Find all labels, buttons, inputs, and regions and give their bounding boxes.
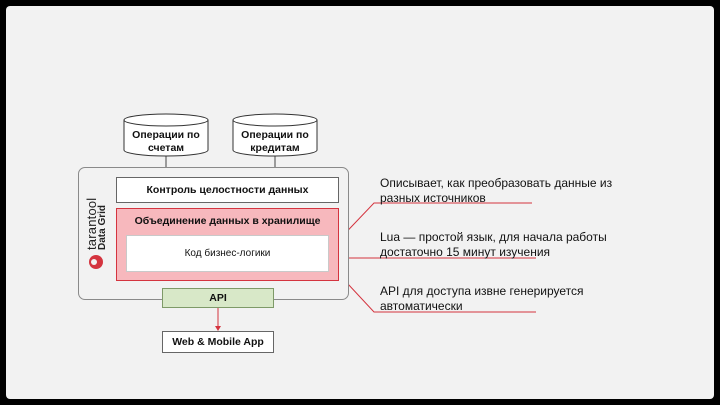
storage-merge-title: Объединение данных в хранилище [134,215,321,227]
input-credits-label: Операции по кредитам [241,129,309,154]
brand-product: Data Grid [97,204,108,250]
api-box: API [162,288,274,308]
note-transform: Описывает, как преобразовать данные из р… [380,176,613,205]
note-lua: Lua — простой язык, для начала работы до… [380,230,607,259]
tarantool-logo-icon [89,255,103,269]
database-icon [232,113,318,157]
input-accounts-db: Операции по счетам [123,113,209,157]
arrow-api-app-head [215,326,221,331]
web-mobile-app-box: Web & Mobile App [162,331,274,353]
note-api: API для доступа извне генерируется автом… [380,284,584,313]
tarantool-brand: tarantool Data Grid [84,150,108,270]
input-credits-db: Операции по кредитам [232,113,318,157]
business-logic-box: Код бизнес-логики [126,235,329,272]
storage-merge-box: Объединение данных в хранилище Код бизне… [116,208,339,281]
input-accounts-label: Операции по счетам [132,129,200,154]
database-icon [123,113,209,157]
integrity-control-box: Контроль целостности данных [116,177,339,203]
